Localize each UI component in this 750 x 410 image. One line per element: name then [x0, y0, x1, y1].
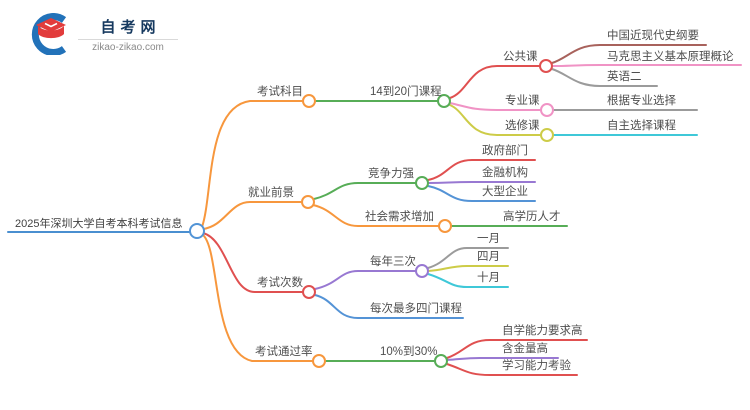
node-label-self-select[interactable]: 自主选择课程 — [607, 120, 676, 132]
edge-self-study-high — [446, 339, 588, 359]
edge-root-exam-subjects — [201, 100, 303, 228]
node-label-public-courses[interactable]: 公共课 — [503, 51, 538, 63]
node-circle-elective-courses[interactable] — [540, 128, 554, 142]
edge-max-four-courses — [314, 294, 464, 319]
edge-english-two — [551, 68, 658, 87]
edge-marxism — [552, 64, 742, 67]
edge-root-pass-rate — [202, 234, 314, 362]
node-circle-exam-times[interactable] — [302, 285, 316, 299]
node-label-major-courses[interactable]: 专业课 — [505, 95, 540, 107]
edge-learning-test — [446, 363, 578, 376]
edge-public-courses — [449, 65, 541, 99]
node-label-three-per-year[interactable]: 每年三次 — [370, 256, 416, 268]
edge-january — [427, 247, 509, 269]
edge-three-per-year — [314, 270, 416, 290]
node-label-english-two[interactable]: 英语二 — [607, 71, 642, 83]
node-label-by-major[interactable]: 根据专业选择 — [607, 95, 676, 107]
node-label-enterprise[interactable]: 大型企业 — [482, 186, 528, 198]
node-label-learning-test[interactable]: 学习能力考验 — [502, 360, 571, 372]
node-label-courses-14-20[interactable]: 14到20门课程 — [370, 86, 442, 98]
edge-social-demand — [312, 204, 439, 227]
node-label-social-demand[interactable]: 社会需求增加 — [365, 211, 434, 223]
node-label-january[interactable]: 一月 — [477, 233, 500, 245]
brand-name: 自考网 — [100, 18, 161, 36]
node-label-competitive[interactable]: 竞争力强 — [368, 168, 414, 180]
edge-root-exam-times — [202, 232, 304, 293]
site-logo[interactable]: 自考网 zikao-zikao.com — [30, 13, 178, 55]
node-label-april[interactable]: 四月 — [477, 251, 500, 263]
node-label-modern-history[interactable]: 中国近现代史纲要 — [607, 30, 699, 42]
edge-government — [427, 159, 536, 181]
edge-elective-courses — [449, 104, 542, 136]
node-circle-competitive[interactable] — [415, 176, 429, 190]
node-label-high-value[interactable]: 含金量高 — [502, 343, 548, 355]
node-circle-exam-subjects[interactable] — [302, 94, 316, 108]
node-circle-social-demand[interactable] — [438, 219, 452, 233]
node-label-marxism[interactable]: 马克思主义基本原理概论 — [607, 51, 734, 63]
node-label-rate-10-30[interactable]: 10%到30% — [380, 346, 438, 358]
edge-october — [427, 273, 509, 288]
node-circle-job-prospects[interactable] — [301, 195, 315, 209]
edge-finance — [427, 181, 536, 184]
node-label-max-four-courses[interactable]: 每次最多四门课程 — [370, 303, 462, 315]
node-label-pass-rate[interactable]: 考试通过率 — [255, 346, 313, 358]
node-label-exam-subjects[interactable]: 考试科目 — [257, 86, 303, 98]
node-label-government[interactable]: 政府部门 — [482, 145, 528, 157]
edge-root-job-prospects — [202, 201, 303, 230]
edge-competitive — [313, 182, 417, 200]
node-label-elective-courses[interactable]: 选修课 — [505, 120, 540, 132]
node-circle-three-per-year[interactable] — [415, 264, 429, 278]
node-label-exam-times[interactable]: 考试次数 — [257, 277, 303, 289]
edge-modern-history — [551, 44, 707, 64]
node-label-finance[interactable]: 金融机构 — [482, 167, 528, 179]
edge-major-courses — [449, 102, 542, 111]
edge-high-value — [446, 357, 559, 361]
node-circle-major-courses[interactable] — [540, 103, 554, 117]
node-circle-courses-14-20[interactable] — [437, 94, 451, 108]
node-label-october[interactable]: 十月 — [477, 272, 500, 284]
edge-april — [427, 265, 509, 272]
node-circle-rate-10-30[interactable] — [434, 354, 448, 368]
edge-enterprise — [427, 185, 536, 202]
brand-domain: zikao-zikao.com — [78, 38, 178, 53]
node-circle-root[interactable] — [189, 223, 205, 239]
graduation-cap-icon — [31, 13, 67, 55]
node-circle-public-courses[interactable] — [539, 59, 553, 73]
node-label-self-study-high[interactable]: 自学能力要求高 — [502, 325, 583, 337]
node-label-root[interactable]: 2025年深圳大学自考本科考试信息 — [15, 218, 183, 230]
node-label-job-prospects[interactable]: 就业前景 — [248, 187, 294, 199]
node-circle-pass-rate[interactable] — [312, 354, 326, 368]
logo-text: 自考网 zikao-zikao.com — [78, 16, 178, 53]
node-label-talent[interactable]: 高学历人才 — [503, 211, 561, 223]
